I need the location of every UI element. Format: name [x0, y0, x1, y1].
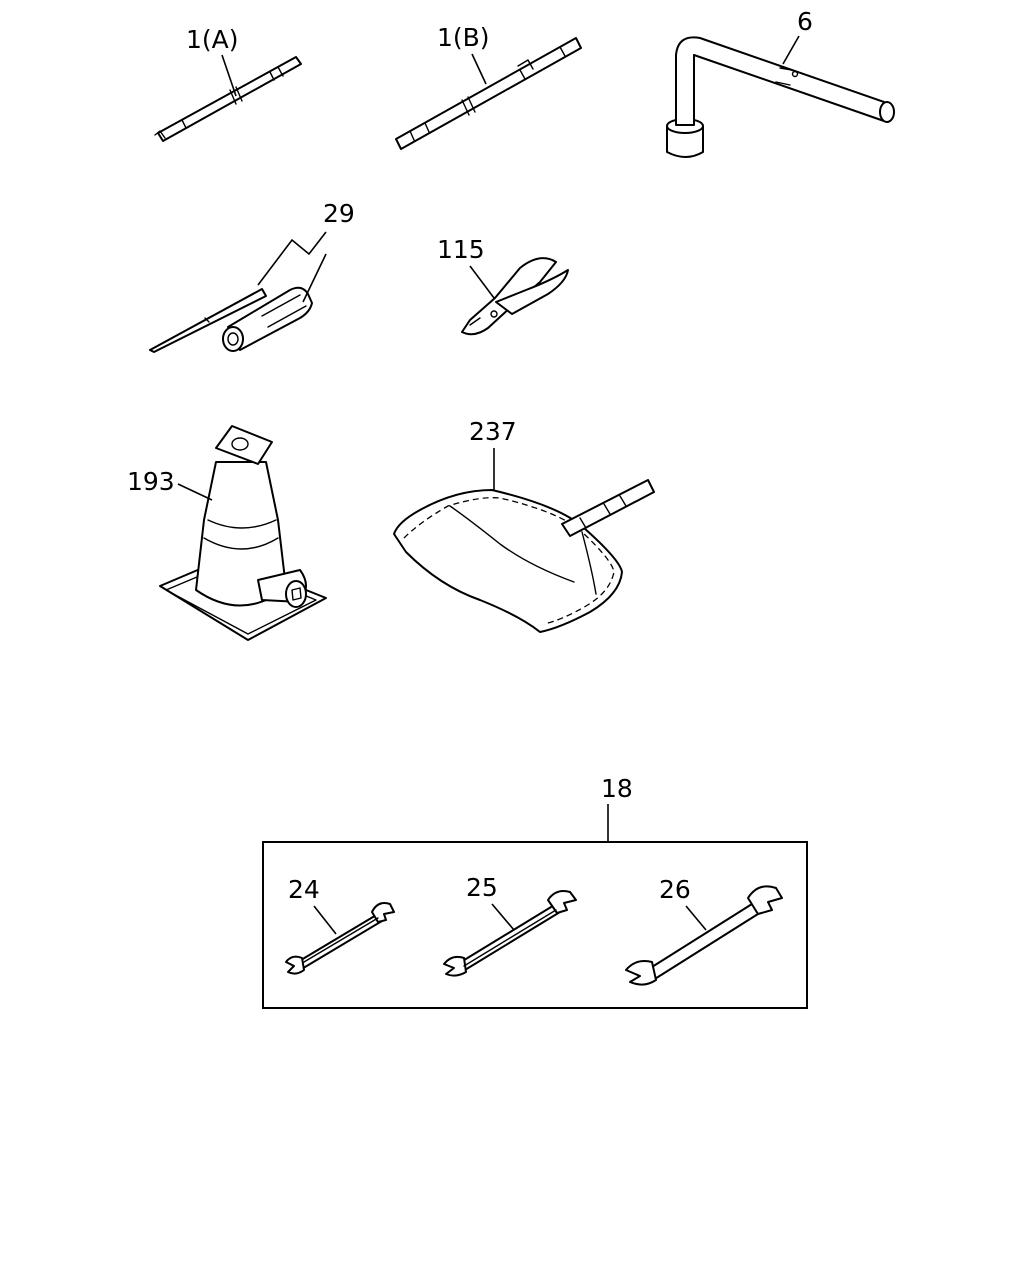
leader-29	[257, 231, 327, 303]
callout-25: 25	[466, 873, 498, 902]
tool-bag	[393, 479, 655, 633]
callout-237: 237	[469, 417, 517, 446]
leader-26	[685, 905, 707, 931]
callout-115: 115	[437, 235, 485, 264]
callout-193: 193	[127, 467, 175, 496]
pliers	[461, 257, 569, 336]
wrench-25	[443, 890, 577, 977]
callout-6: 6	[797, 7, 813, 36]
wrench-26	[625, 885, 783, 986]
screwdriver	[149, 286, 313, 353]
callout-29: 29	[323, 199, 355, 228]
leader-115	[469, 265, 495, 299]
leader-25	[491, 903, 515, 931]
callout-1a: 1(A)	[186, 25, 239, 54]
jack-handle-rod-a	[154, 56, 302, 142]
callout-24: 24	[288, 875, 320, 904]
leader-6	[782, 35, 800, 65]
wrench-24	[285, 902, 395, 975]
jack-handle-rod-b	[395, 37, 582, 150]
bottle-jack	[159, 425, 327, 641]
callout-26: 26	[659, 875, 691, 904]
leader-193	[177, 483, 213, 501]
callout-1b: 1(B)	[437, 23, 490, 52]
wheel-nut-wrench	[666, 36, 895, 158]
leader-1b	[471, 53, 487, 85]
wrench-set-frame	[262, 841, 808, 1009]
leader-24	[313, 905, 337, 935]
callout-18: 18	[601, 774, 633, 803]
leader-1a	[221, 54, 237, 97]
